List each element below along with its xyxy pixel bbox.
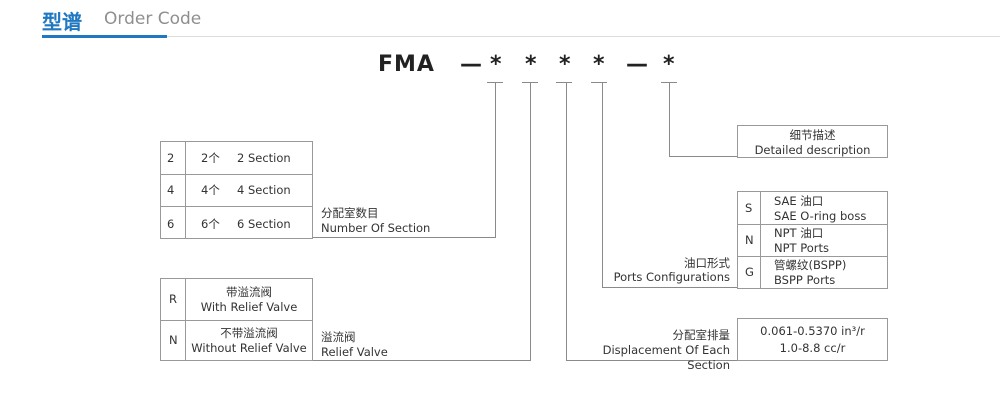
relief-label-en: Relief Valve — [321, 345, 388, 359]
detail-en: Detailed description — [754, 143, 871, 157]
section-en-4: 4 Section — [237, 183, 291, 197]
ports-code-n: N — [745, 233, 754, 247]
code-star-ports: * — [593, 52, 606, 77]
code-dash-1: — — [460, 52, 483, 77]
displacement-label-en: Displacement Of Each Section — [602, 343, 730, 372]
relief-code-n: N — [169, 333, 178, 347]
section-en-2: 2 Section — [237, 151, 291, 165]
header-divider — [42, 36, 1000, 37]
ports-table: S SAE 油口 SAE O-ring boss N NPT 油口 NPT Po… — [737, 191, 888, 289]
section-en-6: 6 Section — [237, 217, 291, 231]
section-cn-2: 2个 — [201, 151, 220, 165]
ports-g-line2: BSPP Ports — [774, 273, 836, 287]
code-star-displacement: * — [559, 52, 572, 77]
detail-cn: 细节描述 — [789, 128, 836, 142]
relief-table: R 带溢流阀 With Relief Valve N 不带溢流阀 Without… — [160, 278, 313, 361]
relief-cn-r: 带溢流阀 — [226, 285, 272, 299]
header-accent-bar — [42, 35, 167, 38]
ports-code-g: G — [745, 265, 754, 279]
section-cn-4: 4个 — [201, 183, 220, 197]
code-star-detail: * — [663, 52, 676, 77]
section-code-6: 6 — [167, 217, 175, 231]
relief-label-cn: 溢流阀 — [321, 330, 356, 344]
displacement-box: 0.061-0.5370 in³/r 1.0-8.8 cc/r — [737, 318, 888, 361]
ports-s-line1: SAE 油口 — [774, 194, 824, 208]
relief-en-n: Without Relief Valve — [191, 341, 307, 355]
relief-code-r: R — [169, 292, 177, 306]
code-star-relief: * — [525, 52, 538, 77]
ports-label-cn: 油口形式 — [684, 256, 730, 270]
displacement-label-cn: 分配室排量 — [672, 328, 731, 342]
section-cn-6: 6个 — [201, 217, 220, 231]
section-code-4: 4 — [167, 183, 175, 197]
detail-box: 细节描述 Detailed description — [737, 125, 888, 158]
page-title-en: Order Code — [104, 9, 202, 29]
displacement-in: 0.061-0.5370 in³/r — [760, 324, 865, 338]
page-title-cn: 型谱 — [42, 10, 82, 34]
code-dash-2: — — [626, 52, 649, 77]
code-star-sections: * — [490, 52, 503, 77]
relief-en-r: With Relief Valve — [200, 300, 298, 314]
ports-label-en: Ports Configurations — [613, 270, 730, 284]
section-code-2: 2 — [167, 151, 175, 165]
ports-code-s: S — [745, 201, 753, 215]
section-table: 2 2个 2 Section 4 4个 4 Section 6 6个 6 Sec… — [160, 141, 313, 239]
ports-s-line2: SAE O-ring boss — [774, 209, 867, 223]
ports-n-line1: NPT 油口 — [774, 226, 824, 240]
displacement-cc: 1.0-8.8 cc/r — [779, 341, 846, 355]
ports-g-line1: 管螺纹(BSPP) — [774, 258, 847, 272]
relief-cn-n: 不带溢流阀 — [220, 326, 278, 340]
code-prefix: FMA — [378, 52, 435, 77]
sections-label-en: Number Of Section — [321, 221, 431, 235]
ports-n-line2: NPT Ports — [774, 241, 830, 255]
sections-label-cn: 分配室数目 — [321, 206, 379, 220]
